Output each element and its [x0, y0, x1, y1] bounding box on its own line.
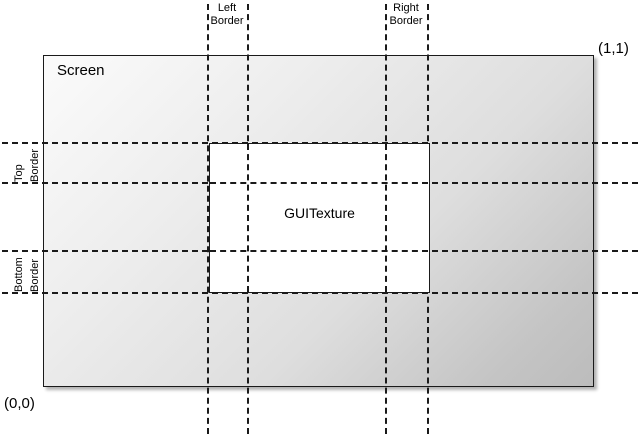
- guide-line-bottom-outer: [2, 292, 638, 294]
- left-border-label: Left Border: [197, 2, 257, 28]
- left-border-label-line2: Border: [210, 15, 244, 27]
- top-border-label-line2: Border: [29, 148, 41, 182]
- guide-line-right-inner-overlay: [385, 144, 387, 292]
- guide-line-left-outer: [207, 4, 209, 434]
- guitexture-label: GUITexture: [209, 205, 430, 222]
- coordinate-label-bottom-left: (0,0): [4, 395, 35, 412]
- right-border-label-line1: Right: [393, 2, 419, 14]
- top-border-label-line1: Top: [13, 164, 25, 182]
- guide-line-left-inner-overlay: [247, 144, 249, 292]
- guide-line-top-inner-overlay: [210, 182, 428, 184]
- screen-label: Screen: [57, 62, 105, 79]
- right-border-label-line2: Border: [389, 15, 423, 27]
- left-border-label-line1: Left: [217, 2, 237, 14]
- guide-line-bottom-inner-overlay: [210, 250, 428, 252]
- guitexture-rectangle: [209, 143, 430, 293]
- bottom-border-label-line1: Bottom: [13, 257, 25, 292]
- coordinate-label-top-right: (1,1): [598, 40, 629, 57]
- bottom-border-label-line2: Border: [29, 258, 41, 292]
- right-border-label: Right Border: [376, 2, 436, 28]
- guitexture-label-text: GUITexture: [284, 205, 355, 221]
